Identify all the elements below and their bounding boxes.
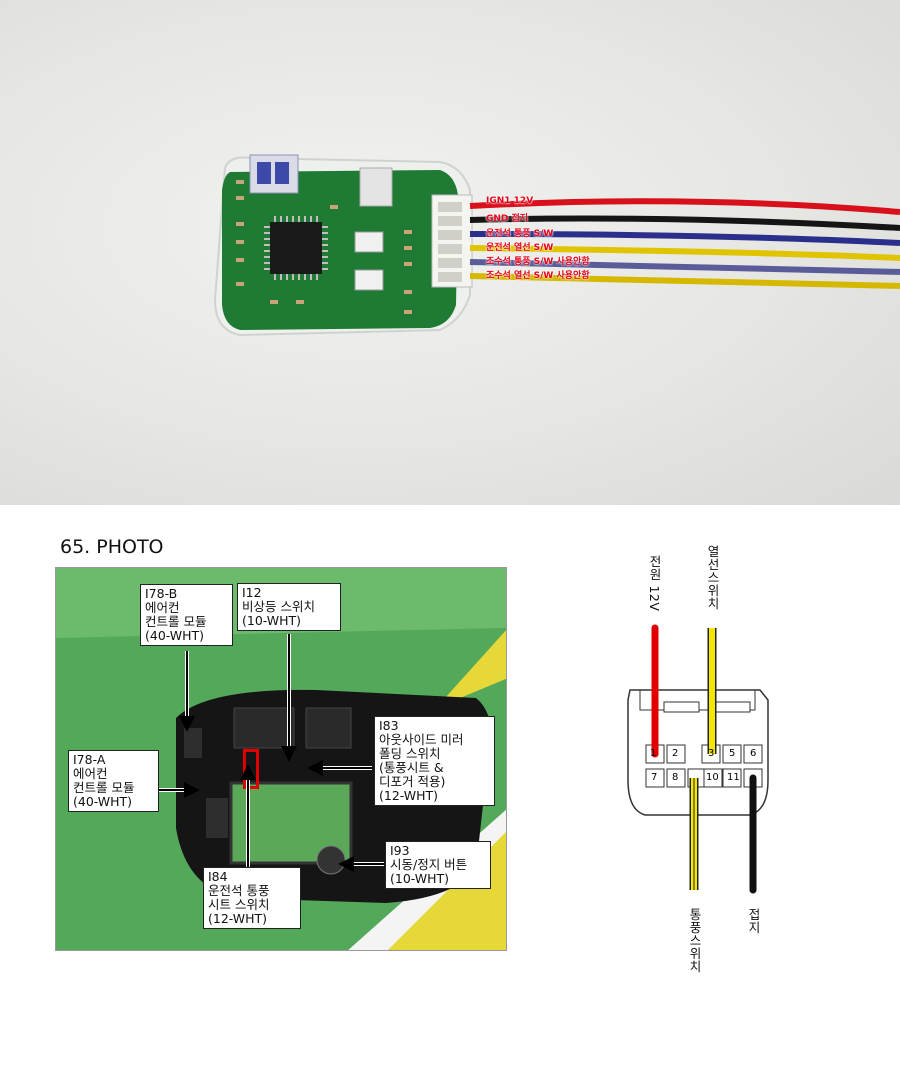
pin-10: 10	[706, 772, 719, 783]
pin-8: 8	[672, 772, 679, 783]
connector-outline	[627, 624, 769, 894]
pin-6: 6	[750, 748, 757, 759]
wire-label-pass-heat: 조수석 열선 S/W 사용안함	[486, 271, 590, 281]
label-heater-switch: 열선스위치	[705, 545, 720, 610]
module-photo: IGN1 12V GND 접지 운전석 통풍 S/W 운전석 열선 S/W 조수…	[0, 0, 900, 505]
pin-1: 1	[650, 748, 657, 759]
wire-label-driver-vent: 운전석 통풍 S/W	[486, 229, 554, 239]
label-vent-switch: 통풍스위치	[687, 908, 702, 973]
pin-2: 2	[672, 748, 679, 759]
wire-label-pass-vent: 조수석 통풍 S/W 사용안함	[486, 257, 590, 267]
wire-label-gnd: GND 접지	[486, 214, 529, 224]
section-title: 65. PHOTO	[60, 536, 164, 558]
pin-3: 3	[708, 748, 715, 759]
connector-diagram: 1 2 3 5 6 7 8 10 11 전원 12V 열선스위치 통풍스위치 접…	[600, 540, 800, 1000]
pin-11: 11	[727, 772, 740, 783]
pin-5: 5	[729, 748, 736, 759]
wire-label-driver-heat: 운전석 열선 S/W	[486, 243, 554, 253]
wire-label-ign: IGN1 12V	[486, 196, 534, 206]
label-power-12v: 전원 12V	[647, 555, 662, 612]
pin-7: 7	[651, 772, 658, 783]
pcb-module-illustration	[213, 154, 900, 337]
callout-arrows	[157, 634, 384, 872]
label-ground: 접지	[746, 908, 761, 934]
